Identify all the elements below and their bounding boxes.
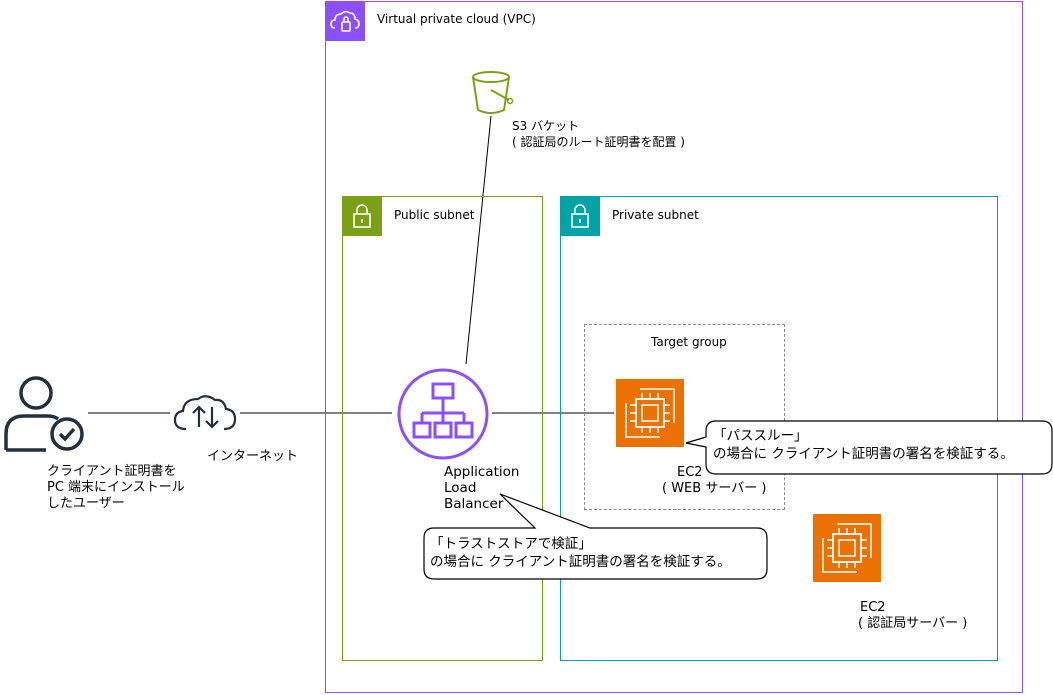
- public-subnet-title: Public subnet: [394, 208, 475, 222]
- lock-icon: [353, 204, 371, 228]
- callout-passthrough-line1: 「パススルー」: [713, 428, 808, 444]
- cloud-upload-download-icon: [173, 395, 237, 431]
- alb-label-line1: Application: [444, 464, 520, 480]
- public-subnet-badge: [342, 196, 382, 236]
- vpc-container: [325, 1, 1023, 693]
- vpc-title: Virtual private cloud (VPC): [377, 12, 536, 26]
- callout-truststore-line2: の場合に クライアント証明書の署名を検証する。: [430, 554, 731, 570]
- lock-icon: [571, 204, 589, 228]
- alb-label-line3: Balancer: [444, 496, 504, 512]
- ec2-ca-label-line1: EC2: [860, 600, 886, 615]
- user-label-line2: PC 端末にインストール: [47, 480, 185, 495]
- target-group-title: Target group: [651, 335, 727, 349]
- alb-label-line2: Load: [444, 480, 477, 496]
- target-group-container: [584, 324, 785, 510]
- alb-s3-line: [465, 115, 492, 365]
- public-subnet-container: [342, 196, 543, 661]
- ec2-web-label-line2: ( WEB サーバー ): [662, 481, 767, 496]
- ec2-web-label-line1: EC2: [677, 465, 703, 480]
- user-check-icon: [4, 376, 84, 452]
- application-load-balancer-icon: [397, 368, 489, 460]
- callout-passthrough-line2: の場合に クライアント証明書の署名を検証する。: [713, 446, 1014, 462]
- s3-bucket-icon: [472, 71, 514, 114]
- ec2-chip-icon: [822, 523, 872, 573]
- callout-truststore-line1: 「トラストストアで検証」: [430, 536, 592, 552]
- s3-label-line1: S3 バケット: [512, 119, 580, 133]
- ec2-chip-icon: [625, 388, 675, 438]
- vpc-badge: [325, 1, 365, 41]
- s3-label-line2: ( 認証局のルート証明書を配置 ): [512, 135, 685, 149]
- ec2-web-node: [616, 379, 684, 447]
- cloud-lock-icon: [330, 10, 360, 32]
- ec2-ca-node: [813, 514, 881, 582]
- private-subnet-badge: [560, 196, 600, 236]
- user-label-line3: したユーザー: [47, 496, 125, 511]
- private-subnet-title: Private subnet: [612, 208, 699, 222]
- internet-label: インターネット: [207, 449, 299, 464]
- user-label-line1: クライアント証明書を: [47, 464, 177, 479]
- ec2-ca-label-line2: ( 認証局サーバー ): [858, 616, 968, 631]
